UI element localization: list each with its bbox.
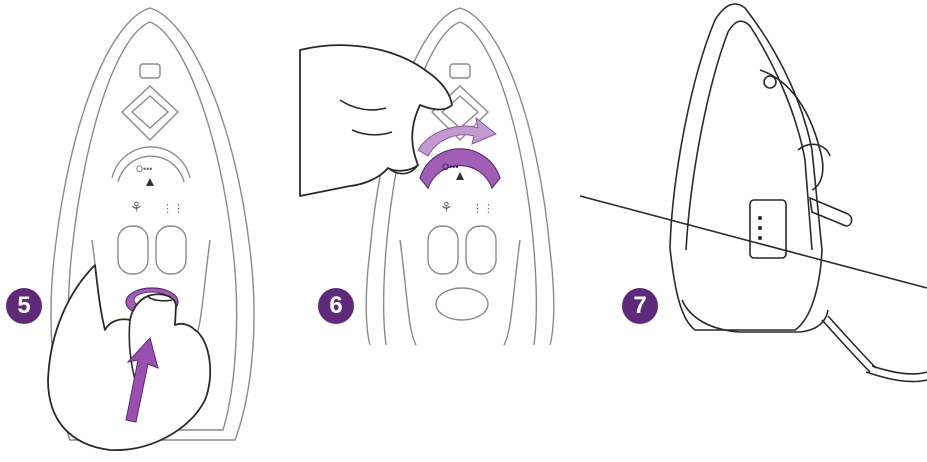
svg-text:⋮⋮: ⋮⋮ [472, 202, 494, 215]
iron-top-view-illustration: O••• ⚘ ⋮⋮ [0, 0, 300, 462]
step-7-panel: 7 [600, 0, 927, 462]
svg-text:⋮⋮: ⋮⋮ [162, 202, 184, 215]
iron-upright-illustration [600, 0, 927, 462]
step-number-badge: 5 [6, 288, 42, 324]
step-number-badge: 7 [622, 288, 658, 324]
dial-marks: O••• [136, 164, 152, 174]
step-5-panel: O••• ⚘ ⋮⋮ 5 [0, 0, 300, 462]
svg-text:O•••: O••• [442, 162, 458, 172]
iron-dial-turn-illustration: O••• ⚘ ⋮⋮ [300, 0, 600, 462]
svg-text:⚘: ⚘ [440, 200, 453, 216]
svg-text:⚘: ⚘ [130, 200, 143, 216]
step-6-panel: O••• ⚘ ⋮⋮ 6 [300, 0, 600, 462]
step-number-badge: 6 [318, 288, 354, 324]
